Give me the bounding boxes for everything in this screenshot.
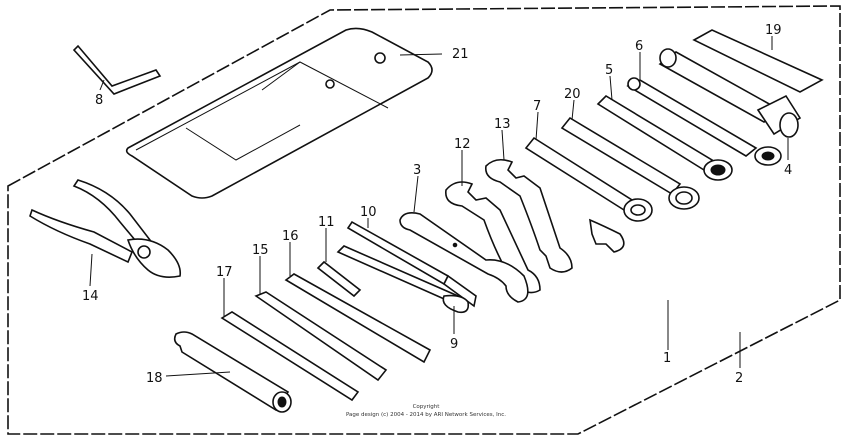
screwdriver-handle[interactable] — [173, 331, 292, 413]
copyright-line-1: Copyright — [413, 404, 441, 410]
screwdriver-17[interactable] — [220, 311, 360, 402]
socket-wrench[interactable] — [658, 48, 802, 138]
callout-12: 12 — [454, 137, 471, 152]
pliers[interactable] — [29, 179, 182, 278]
callout-18: 18 — [146, 371, 163, 386]
callout-19: 19 — [765, 23, 782, 38]
callout-2: 2 — [735, 371, 743, 386]
ring-wrench-5[interactable] — [596, 94, 733, 181]
copyright-line-2: Page design (c) 2004 - 2014 by ARI Netwo… — [346, 412, 506, 418]
screwdriver-bit[interactable] — [316, 260, 362, 298]
callout-8: 8 — [95, 93, 103, 108]
callout-17: 17 — [216, 265, 233, 280]
ring-wrench-20[interactable] — [560, 116, 700, 210]
callout-labels: 21 8 19 6 5 4 20 7 13 12 3 10 11 16 15 1… — [82, 23, 792, 386]
callout-5: 5 — [605, 63, 613, 78]
screwdriver-16[interactable] — [284, 273, 432, 364]
copyright-notice: Copyright Page design (c) 2004 - 2014 by… — [346, 404, 506, 418]
callout-14: 14 — [82, 289, 99, 304]
tool-bag[interactable] — [125, 27, 433, 199]
callout-20: 20 — [564, 87, 581, 102]
callout-7: 7 — [533, 99, 541, 114]
callout-1: 1 — [663, 351, 671, 366]
leader-lines — [89, 36, 789, 377]
callout-9: 9 — [450, 337, 458, 352]
callout-10: 10 — [360, 205, 377, 220]
callout-16: 16 — [282, 229, 299, 244]
combination-wrench-7[interactable] — [524, 136, 653, 253]
callout-6: 6 — [635, 39, 643, 54]
cloth-strip[interactable] — [692, 29, 824, 93]
ring-wrench-6[interactable] — [626, 77, 782, 166]
pin-spanner[interactable] — [399, 212, 529, 303]
callout-11: 11 — [318, 215, 335, 230]
open-end-wrench-13[interactable] — [484, 158, 573, 273]
callout-21: 21 — [452, 47, 469, 62]
callout-4: 4 — [784, 163, 792, 178]
callout-15: 15 — [252, 243, 269, 258]
callout-3: 3 — [413, 163, 421, 178]
hex-key-small[interactable] — [72, 44, 162, 95]
open-end-wrench-12[interactable] — [445, 181, 541, 294]
screwdriver-15[interactable] — [254, 291, 388, 382]
hex-key-9[interactable] — [336, 245, 470, 314]
callout-13: 13 — [494, 117, 511, 132]
